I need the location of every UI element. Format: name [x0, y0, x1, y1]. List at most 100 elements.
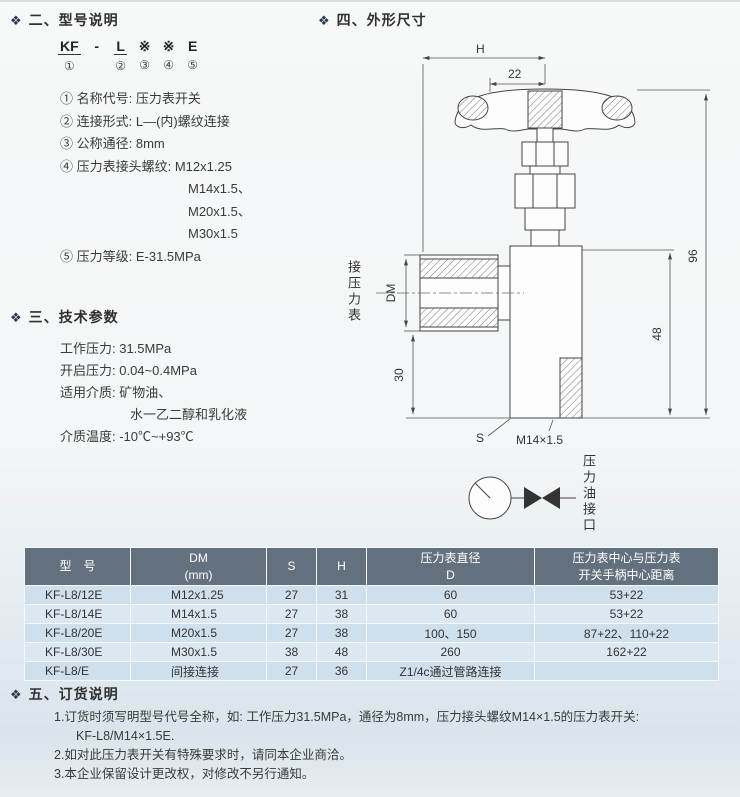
code-part: E ⑤ — [185, 38, 201, 73]
cell-s: 27 — [266, 585, 317, 605]
order-note: 3.本企业保留设计更改权，对修改不另行通知。 — [54, 767, 315, 781]
cell-diameter: 60 — [366, 604, 535, 624]
section-tech-header: ❖ 三、技术参数 — [10, 307, 119, 327]
model-item: ① 名称代号: 压力表开关 — [60, 91, 201, 106]
code-part: KF ① — [58, 38, 81, 73]
tech-item: 介质温度: -10℃~+93℃ — [60, 429, 194, 444]
cell-distance: 53+22 — [534, 585, 719, 605]
code-number: ⑤ — [187, 58, 199, 72]
model-item: ⑤ 压力等级: E-31.5MPa — [60, 248, 201, 264]
dimension-h: H — [422, 42, 546, 252]
model-item: ④ 压力表接头螺纹: M12x1.25 — [60, 158, 232, 174]
model-item: ② 连接形式: L—(内)螺纹连接 — [60, 113, 230, 129]
cell-model: KF-L8/20E — [24, 623, 131, 643]
col-header-model: 型 号 — [24, 547, 131, 586]
table-header-row: 型 号 DM (mm) S H 压力表直径 D 压力表中心与压力表 开关手柄中心… — [24, 547, 719, 586]
cell-s: 27 — [266, 623, 317, 643]
cell-distance — [534, 661, 719, 681]
section-dims-header: ❖ 四、外形尺寸 — [318, 10, 427, 30]
cell-distance: 162+22 — [534, 642, 719, 662]
cell-model: KF-L8/30E — [24, 642, 131, 662]
dim-label-h: H — [476, 42, 485, 56]
dim-label-30: 30 — [392, 368, 406, 382]
cell-s: 27 — [266, 661, 317, 681]
dim-label-dm: DM — [384, 284, 398, 303]
dim-label-22: 22 — [508, 67, 522, 81]
model-item: M20x1.5、 — [188, 203, 251, 219]
handwheel — [454, 88, 636, 132]
cell-distance: 53+22 — [534, 604, 719, 624]
model-items: ① 名称代号: 压力表开关 ② 连接形式: L—(内)螺纹连接 ③ 公称通径: … — [60, 88, 251, 268]
col-header-dm: DM (mm) — [130, 547, 267, 586]
model-code-line: KF ① - L ② ※ ③ ※ ④ E ⑤ — [58, 38, 201, 73]
cell-diameter: 60 — [366, 585, 535, 605]
valve-body — [509, 245, 583, 419]
cell-h: 48 — [316, 642, 367, 662]
dim-label-96: 96 — [686, 249, 700, 263]
table-row: KF-L8/14E M14x1.5 27 38 60 53+22 — [24, 604, 719, 624]
cell-diameter: Z1/4c通过管路连接 — [366, 661, 535, 681]
code-letter: E — [188, 38, 198, 54]
dim-label-s: S — [476, 431, 484, 445]
table-row: KF-L8/30E M30x1.5 38 48 260 162+22 — [24, 642, 719, 662]
section-order-header: ❖ 五、订货说明 — [10, 684, 119, 704]
cell-diameter: 100、150 — [366, 623, 535, 643]
cell-dm: M12x1.25 — [130, 585, 267, 605]
tech-items: 工作压力: 31.5MPa 开启压力: 0.04~0.4MPa 适用介质: 矿物… — [60, 338, 247, 448]
diamond-icon: ❖ — [318, 12, 330, 28]
thread-labels: S M14×1.5 — [476, 418, 563, 447]
code-number: ④ — [163, 58, 175, 72]
order-note: KF-L8/M14×1.5E. — [76, 729, 175, 743]
col-header-h: H — [316, 547, 367, 586]
cell-dm: M14x1.5 — [130, 604, 267, 624]
dimension-dm: DM — [384, 254, 420, 332]
spec-table-area: 型 号 DM (mm) S H 压力表直径 D 压力表中心与压力表 开关手柄中心… — [24, 547, 719, 681]
oil-port-label: 压力油接口 — [581, 454, 596, 534]
cell-model: KF-L8/14E — [24, 604, 131, 624]
diamond-icon: ❖ — [10, 686, 22, 702]
col-header-distance: 压力表中心与压力表 开关手柄中心距离 — [534, 547, 719, 586]
valve-symbol-icon — [524, 487, 542, 509]
cell-s: 38 — [266, 642, 317, 662]
outline-drawing-area: H 22 — [318, 28, 740, 543]
code-part: - — [89, 38, 105, 73]
section-order-title: 五、订货说明 — [28, 686, 119, 702]
table-row: KF-L8/E 间接连接 27 36 Z1/4c通过管路连接 — [24, 661, 719, 681]
code-letter: L — [114, 38, 127, 55]
model-item: ③ 公称通径: 8mm — [60, 136, 165, 151]
cell-dm: M20x1.5 — [130, 623, 267, 643]
cell-dm: M30x1.5 — [130, 642, 267, 662]
dim-label-48: 48 — [650, 327, 664, 341]
code-part: ※ ④ — [161, 38, 177, 73]
code-part: ※ ③ — [137, 38, 153, 73]
section-tech-title: 三、技术参数 — [28, 309, 119, 325]
cell-distance: 87+22、110+22 — [534, 623, 719, 643]
order-note: 1.订货时须写明型号代号全称，如: 工作压力31.5MPa，通径为8mm，压力接… — [54, 710, 640, 724]
cell-h: 36 — [316, 661, 367, 681]
section-dims-title: 四、外形尺寸 — [336, 12, 427, 28]
cell-model: KF-L8/12E — [24, 585, 131, 605]
code-letter: ※ — [138, 38, 151, 54]
gauge-schematic — [468, 476, 576, 520]
cell-s: 27 — [266, 604, 317, 624]
cell-dm: 间接连接 — [130, 661, 267, 681]
model-item: M30x1.5 — [188, 226, 238, 241]
code-part: L ② — [113, 38, 129, 73]
gauge-port-label: 接压力表 — [346, 260, 361, 324]
valve-symbol-icon — [542, 487, 560, 509]
dimension-22: 22 — [489, 67, 545, 92]
valve-stem-nuts — [514, 127, 576, 247]
cell-h: 38 — [316, 604, 367, 624]
order-note: 2.如对此压力表开关有特殊要求时，请同本企业商洽。 — [54, 748, 352, 762]
dimension-96: 96 — [582, 89, 710, 419]
code-letter: ※ — [162, 38, 175, 54]
section-model-title: 二、型号说明 — [28, 12, 119, 28]
dim-label-thread: M14×1.5 — [516, 433, 563, 447]
tech-item: 开启压力: 0.04~0.4MPa — [60, 363, 197, 378]
code-letter: KF — [58, 38, 81, 55]
code-number: ② — [115, 59, 127, 73]
tech-item: 水一乙二醇和乳化液 — [130, 407, 248, 422]
table-row: KF-L8/12E M12x1.25 27 31 60 53+22 — [24, 585, 719, 605]
cell-diameter: 260 — [366, 642, 535, 662]
code-number: ① — [63, 59, 75, 73]
